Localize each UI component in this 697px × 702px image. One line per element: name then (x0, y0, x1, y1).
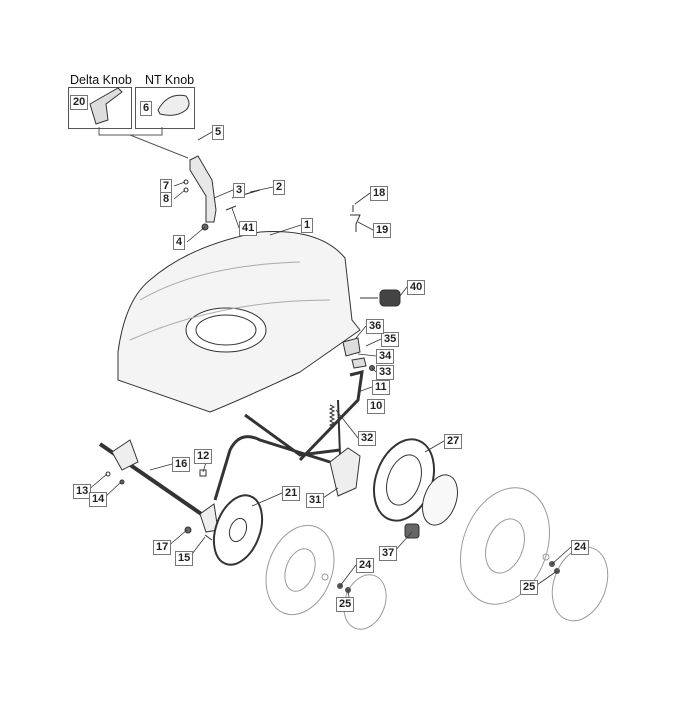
leader-line (357, 221, 374, 231)
callout-5[interactable]: 5 (212, 125, 225, 140)
callout-11[interactable]: 11 (372, 380, 390, 395)
callout-25[interactable]: 25 (336, 597, 355, 612)
leader-line (173, 181, 186, 187)
leader-line (357, 353, 377, 357)
leader-line (197, 131, 213, 141)
callout-12[interactable]: 12 (194, 449, 213, 464)
leader-line (551, 546, 572, 565)
callout-13[interactable]: 13 (73, 484, 92, 499)
rear-hubcap (551, 546, 609, 622)
callout-34[interactable]: 34 (376, 349, 395, 364)
leader-line (335, 409, 359, 439)
leader-line (365, 338, 382, 347)
callout-32[interactable]: 32 (358, 431, 377, 446)
callout-24[interactable]: 24 (356, 558, 375, 573)
callout-33[interactable]: 33 (376, 365, 395, 380)
part-31-bracket (329, 447, 361, 497)
callout-7[interactable]: 7 (160, 179, 173, 194)
part-32-spring (328, 404, 336, 428)
callout-8[interactable]: 8 (160, 192, 173, 207)
callout-16[interactable]: 16 (172, 457, 191, 472)
callout-37[interactable]: 37 (379, 546, 398, 561)
leader-line (269, 224, 302, 236)
inset-box-nt-knob (135, 87, 195, 129)
callout-40[interactable]: 40 (407, 280, 426, 295)
callout-27[interactable]: 27 (444, 434, 463, 449)
handle-bracket (189, 155, 217, 223)
callout-6[interactable]: 6 (140, 101, 153, 116)
callout-41[interactable]: 41 (239, 221, 258, 236)
leader-line (249, 186, 274, 193)
leader-line (231, 207, 240, 229)
leader-line (399, 286, 408, 297)
front-wheel (265, 524, 335, 616)
callout-4[interactable]: 4 (173, 235, 186, 250)
leader-line (424, 440, 445, 453)
callout-10[interactable]: 10 (367, 399, 386, 414)
callout-17[interactable]: 17 (153, 540, 172, 555)
callout-31[interactable]: 31 (306, 493, 325, 508)
rear-wheel (460, 487, 550, 605)
part-37-pinion (404, 523, 420, 539)
callout-14[interactable]: 14 (89, 492, 108, 507)
callout-24[interactable]: 24 (571, 540, 590, 555)
inset-box-delta-knob (68, 87, 132, 129)
leader-line (371, 367, 377, 373)
callout-25[interactable]: 25 (520, 580, 539, 595)
leader-line (339, 564, 357, 587)
callout-15[interactable]: 15 (175, 551, 194, 566)
leader-line (213, 189, 234, 199)
callout-18[interactable]: 18 (370, 186, 389, 201)
leader-line (173, 189, 186, 200)
height-lever (213, 370, 364, 501)
leader-line (355, 325, 367, 339)
callout-2[interactable]: 2 (273, 180, 286, 195)
part-21-gear (212, 494, 264, 566)
front-hubcap (343, 574, 387, 630)
delta-knob (89, 87, 123, 125)
leader-line (354, 192, 371, 205)
callout-36[interactable]: 36 (366, 319, 385, 334)
callout-3[interactable]: 3 (233, 183, 246, 198)
callout-21[interactable]: 21 (282, 486, 301, 501)
part-40-bushing (379, 289, 401, 307)
callout-20[interactable]: 20 (70, 95, 89, 110)
leader-line (251, 492, 283, 507)
nt-knob (157, 94, 190, 116)
leader-line (186, 226, 206, 243)
leader-line (149, 463, 173, 471)
inset-title-nt-knob: NT Knob (145, 73, 195, 87)
leader-line (357, 386, 373, 393)
callout-35[interactable]: 35 (381, 332, 400, 347)
callout-1[interactable]: 1 (301, 218, 314, 233)
inset-title-delta-knob: Delta Knob (70, 73, 132, 87)
callout-19[interactable]: 19 (373, 223, 392, 238)
ring-gear (422, 474, 458, 526)
